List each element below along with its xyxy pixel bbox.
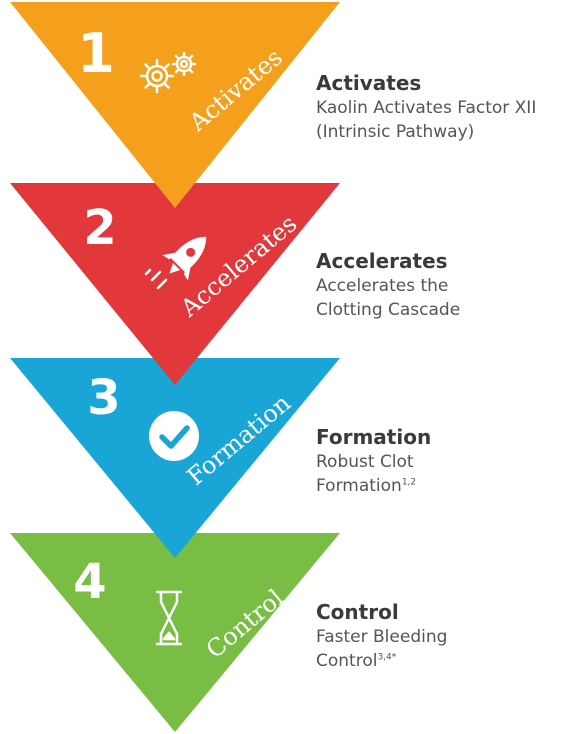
step-4-caption: Control Faster Bleeding Control3,4* (316, 599, 578, 673)
step-3-number: 3 (87, 370, 120, 426)
step-4-body-line2: Control (316, 651, 378, 671)
step-4-triangle: 4 Control (10, 533, 340, 732)
step-3-body-line2-wrap: Formation1,2 (316, 474, 578, 498)
step-4-number: 4 (73, 554, 106, 610)
step-2-body-line2: Clotting Cascade (316, 300, 461, 320)
step-4-body-line1: Faster Bleeding (316, 627, 448, 647)
step-2-caption: Accelerates Accelerates the Clotting Cas… (316, 248, 578, 322)
step-4-footnote-ref: 3,4* (377, 652, 397, 663)
gears-icon (139, 51, 197, 94)
step-1-triangle: 1 (10, 2, 340, 208)
rocket-trail-icon (144, 268, 168, 290)
step-3-footnote-ref: 1,2 (401, 477, 417, 488)
step-2-triangle: 2 Accelerates (10, 183, 340, 385)
step-1-body-line2: (Intrinsic Pathway) (316, 122, 475, 142)
step-3-body-line1: Robust Clot (316, 452, 414, 472)
step-1-number: 1 (77, 22, 115, 85)
step-2-title: Accelerates (316, 249, 448, 273)
step-3-body-line2: Formation (316, 476, 402, 496)
hourglass-icon (155, 590, 183, 646)
step-3-title: Formation (316, 425, 432, 449)
step-4-body-line2-wrap: Control3,4* (316, 649, 578, 673)
check-circle-icon (149, 411, 199, 461)
step-2-number: 2 (83, 200, 116, 256)
step-4-title: Control (316, 600, 399, 624)
rocket-icon (162, 236, 207, 281)
step-2-body-line1: Accelerates the (316, 276, 449, 296)
step-3-caption: Formation Robust Clot Formation1,2 (316, 424, 578, 498)
step-3-triangle: 3 Formation (10, 358, 340, 558)
step-1-body-line1: Kaolin Activates Factor XII (316, 98, 537, 118)
step-1-caption: Activates Kaolin Activates Factor XII (I… (316, 70, 578, 144)
step-1-title: Activates (316, 71, 422, 95)
